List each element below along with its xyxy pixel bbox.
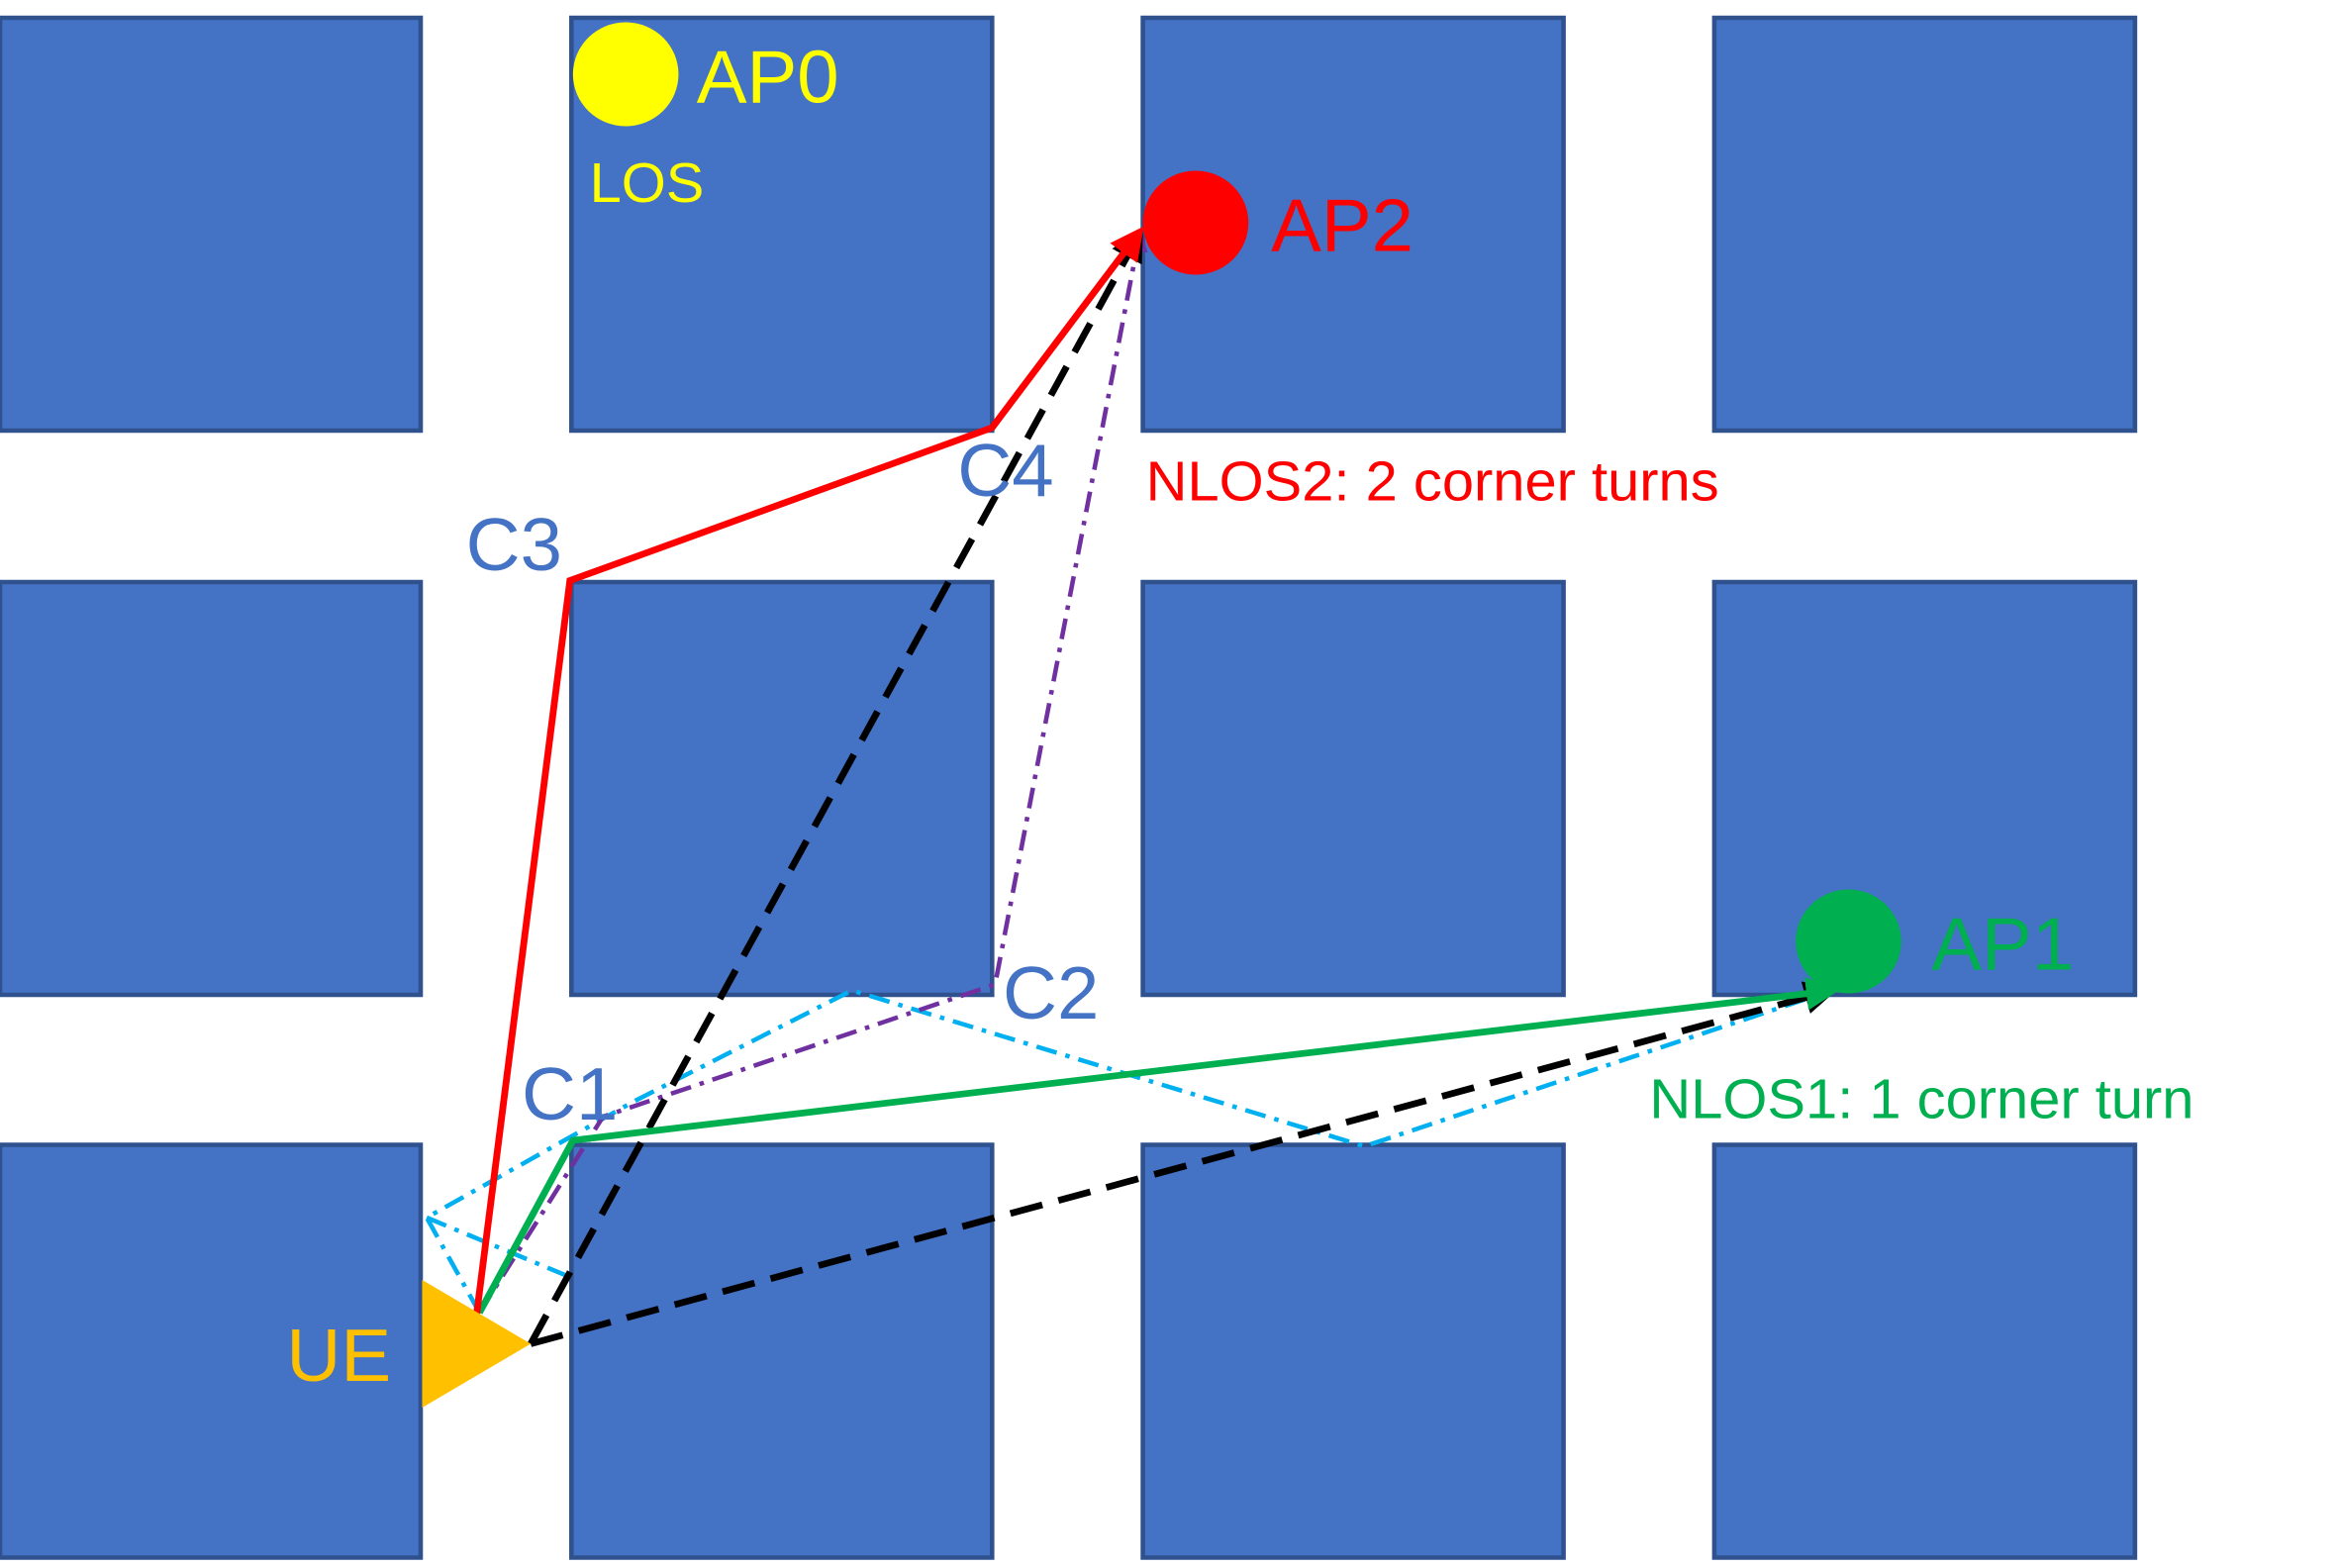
nlos1-caption: NLOS1: 1 corner turn bbox=[1649, 1068, 2193, 1131]
ap2-marker bbox=[1142, 170, 1249, 275]
building-r2-c1 bbox=[0, 579, 424, 998]
ap1-marker bbox=[1796, 889, 1901, 994]
ap0-marker bbox=[572, 22, 679, 127]
nlos2-path bbox=[472, 226, 1144, 1317]
black-dashed-path-ap2 bbox=[528, 227, 1143, 1346]
nlos2-caption: NLOS2: 2 corner turns bbox=[1146, 450, 1719, 514]
ue-label: UE bbox=[286, 1316, 391, 1398]
corner-c3-label: C3 bbox=[466, 505, 562, 587]
building-r3-c2 bbox=[569, 1142, 995, 1560]
ap1-label: AP1 bbox=[1931, 904, 2074, 986]
building-r2-c4 bbox=[1711, 579, 2138, 998]
cyan-dashdot-return-path bbox=[426, 1215, 571, 1280]
building-r1-c1 bbox=[0, 15, 424, 434]
ap0-label: AP0 bbox=[697, 37, 839, 119]
corner-c4-label: C4 bbox=[957, 431, 1053, 513]
los-label: LOS bbox=[590, 151, 705, 215]
black-dashed-path-ap1 bbox=[530, 981, 1839, 1347]
ap2-label: AP2 bbox=[1271, 185, 1413, 267]
building-r3-c3 bbox=[1140, 1142, 1566, 1560]
building-r2-c2 bbox=[569, 579, 995, 998]
cyan-dashdot-path bbox=[423, 985, 1837, 1315]
building-r3-c4 bbox=[1711, 1142, 2138, 1560]
corner-c2-label: C2 bbox=[1003, 953, 1099, 1035]
building-r1-c4 bbox=[1711, 15, 2138, 434]
corner-c1-label: C1 bbox=[522, 1054, 618, 1136]
building-r3-c1 bbox=[0, 1142, 424, 1560]
ue-marker bbox=[422, 1280, 532, 1408]
nlos1-path bbox=[476, 976, 1841, 1315]
purple-dashdot-path bbox=[477, 229, 1148, 1315]
building-r2-c3 bbox=[1140, 579, 1566, 998]
